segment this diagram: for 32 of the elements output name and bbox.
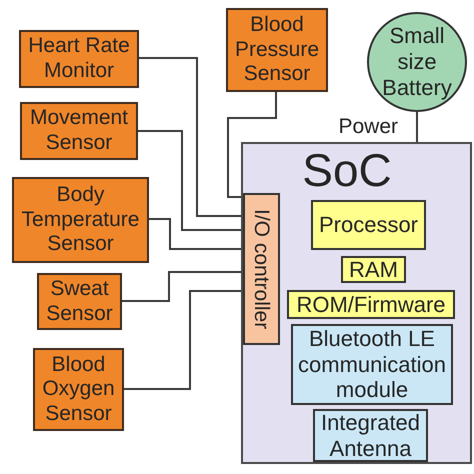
memory-box: [287, 290, 455, 319]
block-label: ROM/Firmware: [296, 292, 446, 318]
sensor-box: [33, 348, 124, 431]
processor-box: [311, 200, 426, 250]
controller-label: I/O controller: [251, 208, 272, 330]
memory-box: [341, 256, 406, 283]
connector-line: [124, 290, 243, 390]
sensor-box: [19, 30, 139, 88]
connector-line: [122, 271, 243, 302]
sensor-label: Movement Sensor: [28, 106, 130, 156]
sensor-box: [12, 177, 149, 263]
block-label: Processor: [318, 212, 418, 238]
connector-line: [139, 57, 243, 217]
battery-label: Small size Battery: [381, 23, 453, 101]
sensor-label: Body Temperature Sensor: [20, 183, 140, 257]
sensor-box: [226, 8, 328, 92]
connector-line: [149, 218, 243, 250]
connector-line: [138, 130, 243, 231]
sensor-label: Blood Pressure Sensor: [234, 13, 320, 87]
connector-line: [416, 112, 418, 142]
block-label: RAM: [349, 256, 398, 282]
sensor-label: Sweat Sensor: [45, 276, 114, 326]
block-label: Bluetooth LE communication module: [297, 326, 447, 404]
chip-box: [241, 142, 472, 464]
controller-box: [243, 193, 280, 345]
connector-line: [227, 92, 277, 198]
chip-title: SoC: [302, 146, 392, 194]
block-label: Integrated Antenna: [320, 410, 422, 462]
sensor-box: [20, 102, 138, 160]
sensor-label: Heart Rate Monitor: [27, 34, 131, 84]
sensor-label: Blood Oxygen Sensor: [41, 352, 116, 426]
sensor-box: [37, 273, 122, 330]
